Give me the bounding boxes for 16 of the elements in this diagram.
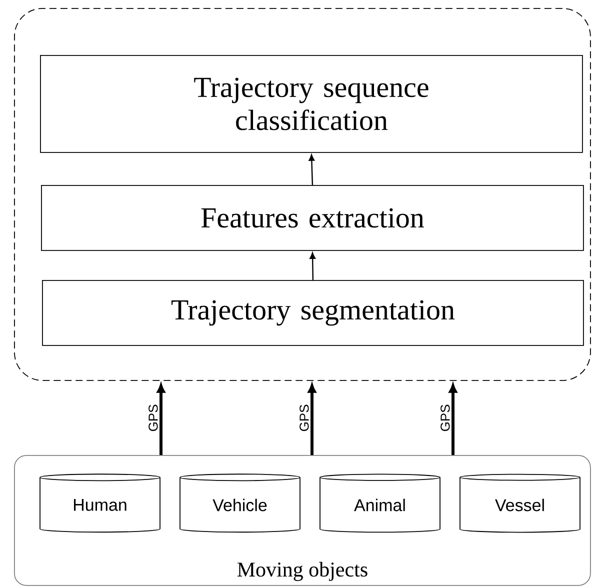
database-cylinder: Vehicle bbox=[180, 474, 300, 533]
arrow bbox=[310, 252, 316, 280]
process-box: Features extraction bbox=[41, 185, 584, 251]
edge-label: GPS bbox=[440, 404, 450, 431]
dashed-frame bbox=[14, 8, 591, 381]
database-cylinder: Vessel bbox=[460, 474, 580, 533]
process-box: Trajectory segmentation bbox=[42, 280, 584, 346]
edge-label: GPS bbox=[300, 404, 309, 431]
arrow bbox=[308, 154, 315, 186]
arrow bbox=[308, 384, 316, 455]
arrow bbox=[157, 384, 165, 455]
database-cylinder: Animal bbox=[320, 474, 440, 533]
process-box: Trajectory sequence classification bbox=[40, 55, 583, 153]
arrow bbox=[449, 384, 457, 455]
database-cylinder: Human bbox=[40, 474, 160, 533]
edge-label: GPS bbox=[148, 404, 158, 431]
